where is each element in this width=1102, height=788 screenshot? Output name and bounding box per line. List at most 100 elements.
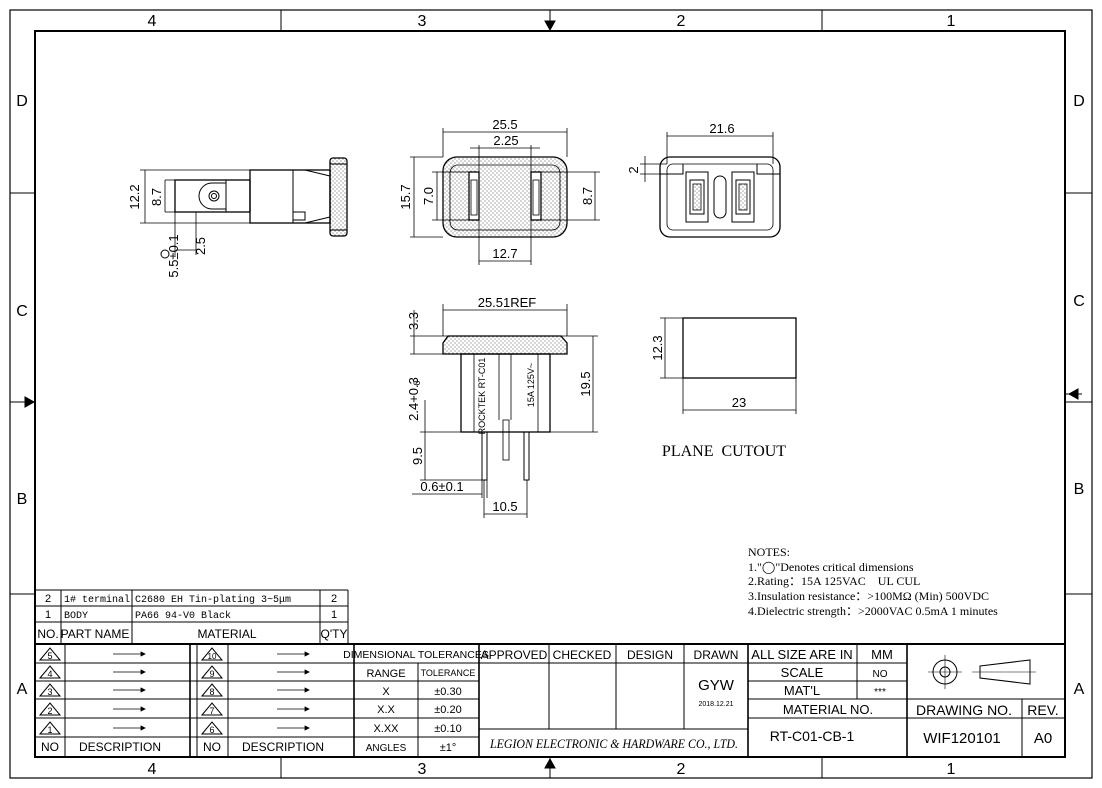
front-outer bbox=[442, 156, 568, 238]
section-view bbox=[442, 335, 568, 481]
col-label-top: 2 bbox=[677, 13, 686, 30]
back-view bbox=[659, 156, 781, 238]
table-cell: 2 bbox=[331, 593, 337, 605]
material-label: MAT'L bbox=[784, 683, 820, 698]
tolerance-value: ±0.10 bbox=[434, 723, 461, 735]
table-header: DESCRIPTION bbox=[242, 740, 324, 754]
dim-label: 8.7 bbox=[580, 187, 595, 205]
dim-label: 15.7 bbox=[398, 184, 413, 209]
dim-label: 0.6±0.1 bbox=[420, 479, 463, 494]
cutout-view bbox=[660, 317, 797, 414]
dim-label: 25.5 bbox=[492, 117, 517, 132]
dim-label: 21.6 bbox=[709, 121, 734, 136]
title-block-grid bbox=[35, 644, 1065, 757]
col-label-top: 1 bbox=[947, 13, 956, 30]
back-view-dim-text: 21.6 2 bbox=[626, 121, 735, 174]
col-label-bottom: 4 bbox=[148, 761, 157, 778]
revision-no: 5 bbox=[47, 651, 52, 661]
side-view-dim-text: 12.2 8.7 5.5±0.1 2.5 bbox=[127, 184, 208, 277]
front-slot-right bbox=[530, 171, 542, 221]
row-label-left: B bbox=[17, 491, 28, 508]
bom-rows: 2 1# terminal C2680 EH Tin-plating 3~5μm… bbox=[45, 593, 337, 622]
size-unit-value: MM bbox=[871, 647, 893, 662]
revision-triangle-icon bbox=[200, 647, 224, 661]
section-body bbox=[460, 353, 551, 433]
rating-marking: 15A 125V~ bbox=[526, 363, 536, 407]
row-label-left: C bbox=[16, 303, 28, 320]
section-view-dims bbox=[410, 304, 598, 518]
material-value: *** bbox=[874, 687, 886, 698]
bom-table bbox=[35, 589, 1065, 645]
side-blade bbox=[174, 179, 251, 213]
revision-numbers: 5 4 3 2 1 10 9 8 7 6 bbox=[47, 651, 217, 735]
dim-label: 7.0 bbox=[421, 187, 436, 205]
dim-label: 2.4+0.3 bbox=[406, 377, 421, 421]
tolerance-value: ±1° bbox=[440, 742, 457, 754]
note-line: 4.Dielectric strength：>2000VAC 0.5mA 1 m… bbox=[748, 604, 998, 618]
side-view bbox=[174, 157, 348, 237]
side-latch bbox=[293, 169, 331, 224]
table-header: MATERIAL bbox=[197, 627, 256, 641]
revision-triangle-icon bbox=[200, 683, 224, 697]
back-terminal-left bbox=[685, 171, 709, 223]
tolerance-table: DIMENSIONAL TOLERANCES RANGE TOLERANCE X… bbox=[343, 649, 489, 754]
section-terminal-right bbox=[523, 431, 530, 481]
section-flange bbox=[442, 335, 568, 355]
company-name: LEGION ELECTRONIC & HARDWARE CO., LTD. bbox=[489, 736, 738, 751]
table-header: Q'TY bbox=[321, 627, 348, 641]
rev-label: REV. bbox=[1027, 702, 1058, 718]
brand-marking: ROCKTEK RT-C01 bbox=[477, 358, 487, 435]
dim-label: 12.3 bbox=[650, 335, 665, 360]
col-label-top: 3 bbox=[418, 13, 427, 30]
tolerance-range: ANGLES bbox=[366, 743, 407, 754]
table-header: TOLERANCE bbox=[421, 668, 476, 678]
dim-label: 3.3 bbox=[406, 312, 421, 330]
arrow-right-icon bbox=[24, 396, 36, 408]
scale-label: SCALE bbox=[781, 665, 824, 680]
col-label-top: 4 bbox=[148, 13, 157, 30]
table-cell: 1 bbox=[331, 609, 337, 621]
revision-triangle-icon bbox=[200, 665, 224, 679]
front-view-dims bbox=[410, 128, 600, 265]
row-label-right: D bbox=[1073, 93, 1085, 110]
back-notch bbox=[660, 164, 780, 175]
revision-no: 9 bbox=[209, 669, 214, 679]
row-label-left: D bbox=[16, 93, 28, 110]
revision-no: 8 bbox=[209, 687, 214, 697]
dim-label: 23 bbox=[732, 395, 746, 410]
note-line: 3.Insulation resistance：>100MΩ (Min) 500… bbox=[748, 589, 989, 603]
scale-value: NO bbox=[873, 669, 888, 680]
revision-triangle-icon bbox=[38, 647, 62, 661]
col-label-bottom: 3 bbox=[418, 761, 427, 778]
rev-value: A0 bbox=[1034, 730, 1052, 747]
revision-placeholder-arrows bbox=[113, 651, 310, 731]
zone-labels: 4 3 2 1 4 3 2 1 D C B A D C B A bbox=[16, 13, 1085, 778]
back-rib bbox=[713, 175, 727, 219]
revision-no: 1 bbox=[47, 725, 52, 735]
bom-headers: NO. PART NAME MATERIAL Q'TY bbox=[37, 627, 347, 641]
table-header: PART NAME bbox=[61, 627, 130, 641]
table-header: NO bbox=[203, 740, 221, 754]
cutout-rect bbox=[682, 317, 797, 379]
arrow-left-icon bbox=[1067, 388, 1079, 400]
revision-triangle-icon bbox=[200, 721, 224, 735]
tolerance-title: DIMENSIONAL TOLERANCES bbox=[343, 649, 489, 661]
table-header: CHECKED bbox=[553, 648, 612, 662]
revision-markers bbox=[38, 647, 224, 735]
revision-no: 2 bbox=[47, 706, 52, 716]
centering-arrows bbox=[18, 14, 1082, 772]
table-cell: BODY bbox=[64, 611, 88, 622]
revision-triangle-icon bbox=[200, 702, 224, 716]
section-body-marks: ROCKTEK RT-C01 15A 125V~ bbox=[477, 358, 536, 435]
dim-label: 2.25 bbox=[493, 133, 518, 148]
table-cell: 1# terminal bbox=[64, 594, 130, 606]
dim-label: 12.2 bbox=[127, 184, 142, 209]
row-label-right: A bbox=[1074, 681, 1085, 698]
revision-no: 3 bbox=[47, 687, 52, 697]
note-line: 1."◯"Denotes critical dimensions bbox=[748, 560, 914, 574]
revision-triangle-icon bbox=[38, 721, 62, 735]
table-header: APPROVED bbox=[481, 648, 548, 662]
side-view-dims bbox=[140, 169, 250, 255]
notes-title: NOTES: bbox=[748, 545, 790, 559]
back-outer bbox=[659, 156, 781, 238]
